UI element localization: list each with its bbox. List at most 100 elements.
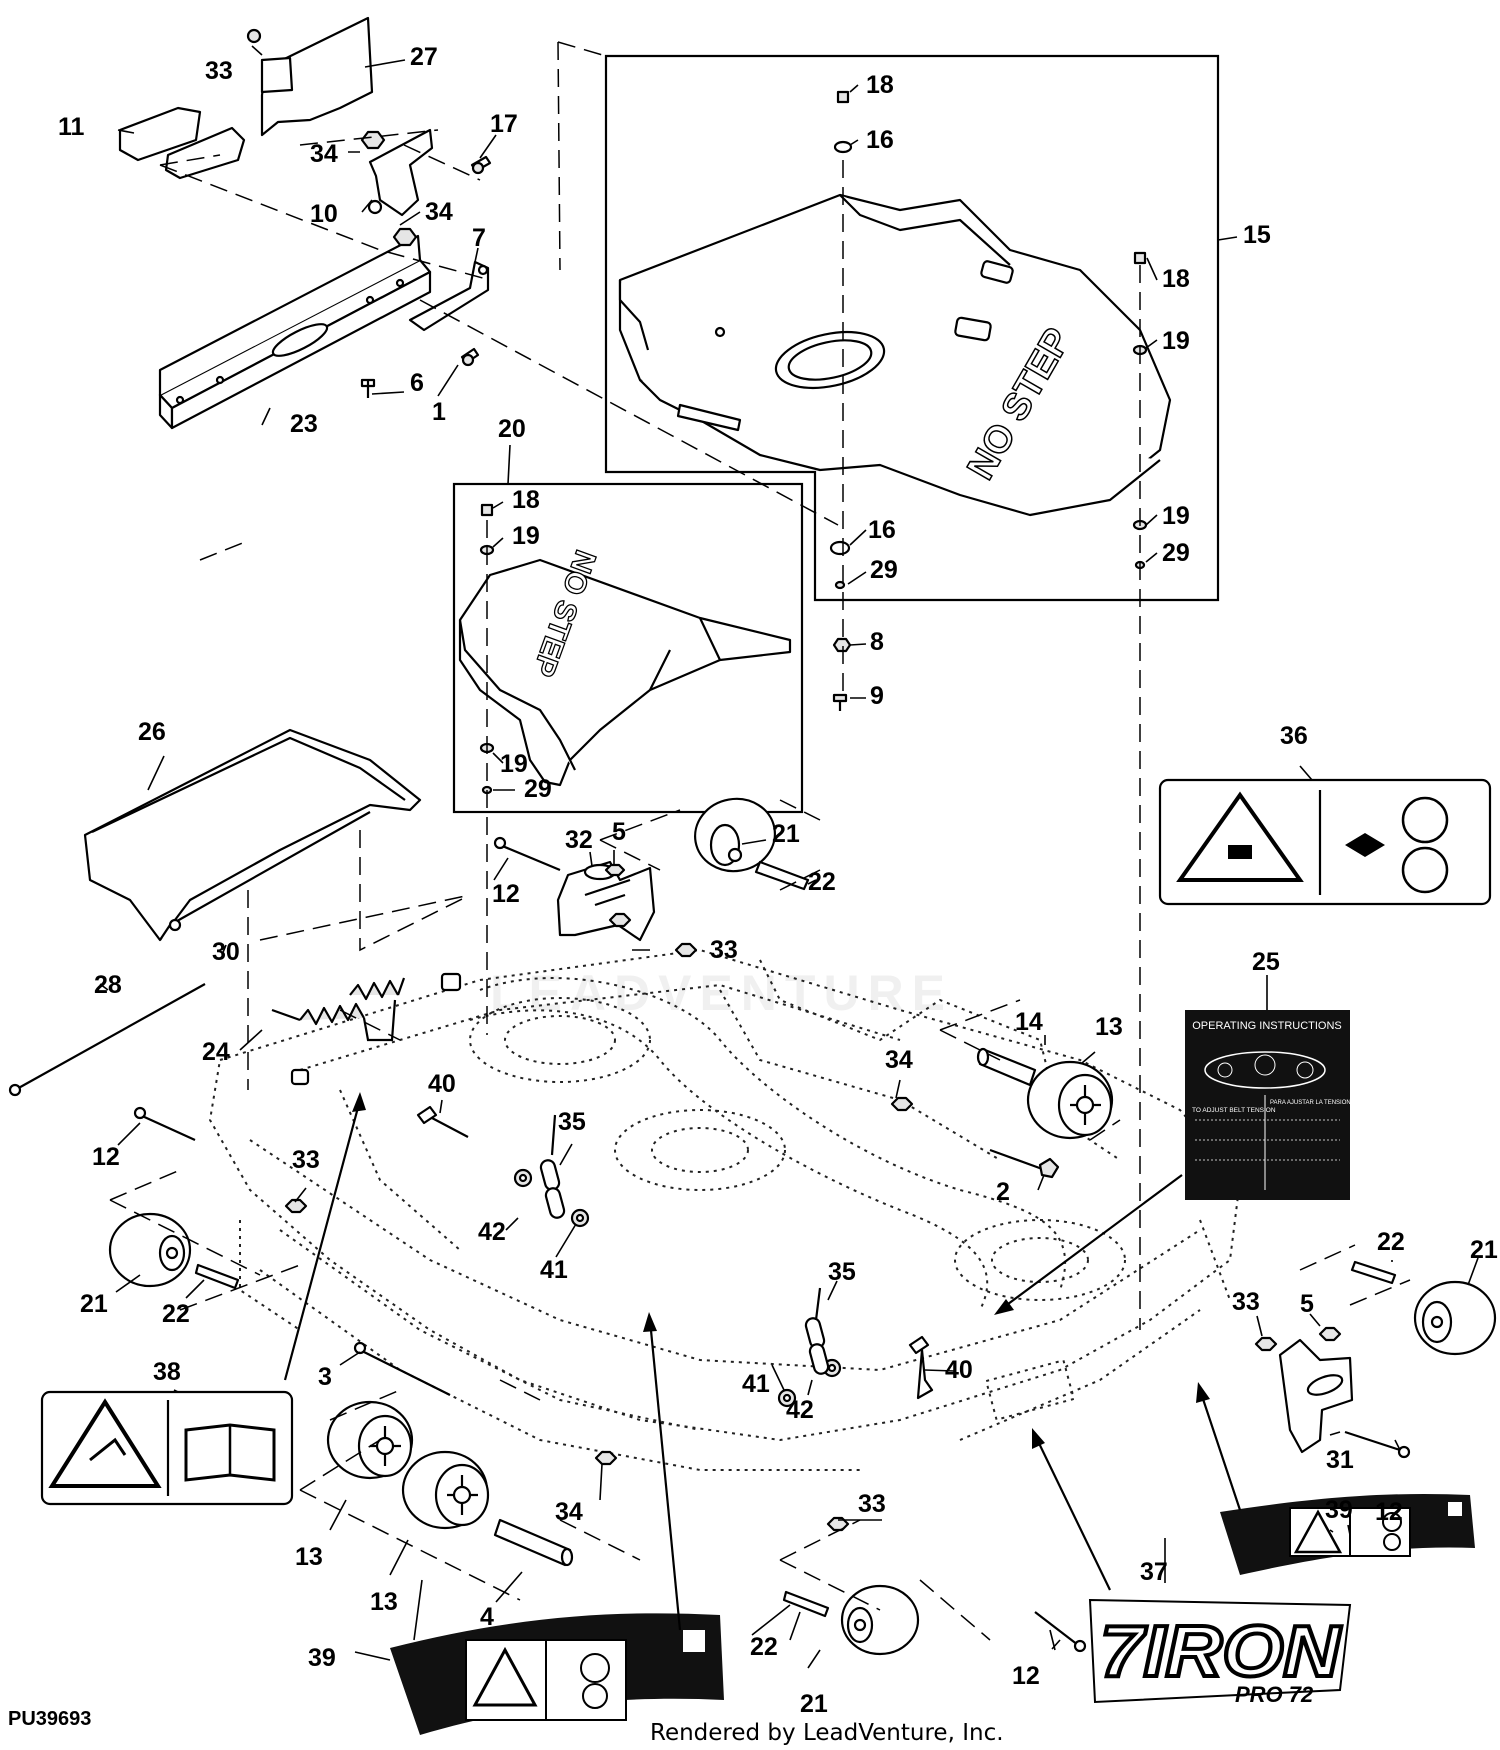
callout-16a: 16 [866, 126, 894, 154]
part-20-box [452, 482, 804, 814]
callout-34b: 34 [425, 198, 453, 226]
callout-22d: 22 [750, 1633, 778, 1661]
decal-25-left-text: TO ADJUST BELT TENSION [1192, 1107, 1276, 1114]
callout-18a: 18 [866, 71, 894, 99]
part-21-gauge-wheel-left [108, 1212, 192, 1288]
callout-12a: 12 [492, 880, 520, 908]
callout-22c: 22 [1377, 1228, 1405, 1256]
callout-19d: 19 [500, 750, 528, 778]
figure-code: PU39693 [8, 1708, 92, 1730]
callout-21b: 21 [80, 1290, 108, 1318]
callout-24: 24 [202, 1038, 230, 1066]
callout-31: 31 [1326, 1446, 1354, 1474]
callout-21a: 21 [772, 820, 800, 848]
callout-21d: 21 [800, 1690, 828, 1718]
callout-26: 26 [138, 718, 166, 746]
callout-30: 30 [212, 938, 240, 966]
watermark-text: LEADVENTURE [490, 965, 953, 1021]
decal-39-right [1220, 1493, 1475, 1575]
callout-19b: 19 [1162, 502, 1190, 530]
callout-19c: 19 [512, 522, 540, 550]
part-7-bracket [408, 260, 490, 332]
callout-36: 36 [1280, 722, 1308, 750]
decal-37-brand: 7IRON [1100, 1612, 1342, 1692]
callout-8: 8 [870, 628, 884, 656]
callout-27: 27 [410, 43, 438, 71]
decal-37-model: PRO 72 [1235, 1682, 1314, 1707]
callout-20: 20 [498, 415, 526, 443]
callout-34a: 34 [310, 140, 338, 168]
callout-16b: 16 [868, 516, 896, 544]
callout-38: 38 [153, 1358, 181, 1386]
part-22-axle-top [754, 860, 810, 891]
part-20-small-shield [458, 558, 792, 787]
callout-2: 2 [996, 1178, 1010, 1206]
decal-location-arrows [283, 1092, 1242, 1631]
part-15-belt-shield [618, 193, 1172, 517]
callout-23: 23 [290, 410, 318, 438]
leader-lines [99, 45, 1479, 1669]
callout-29b: 29 [870, 556, 898, 584]
part-22-axle-right [1350, 1260, 1397, 1285]
callout-13b: 13 [295, 1543, 323, 1571]
part-22-axle-bottom [782, 1590, 830, 1618]
callout-5b: 5 [1300, 1290, 1314, 1318]
part-26-discharge-chute [83, 728, 422, 942]
part-21-gauge-wheel-top [694, 797, 776, 873]
callout-42b: 42 [786, 1396, 814, 1424]
decal-37-logo [1088, 1598, 1352, 1704]
callout-22a: 22 [808, 868, 836, 896]
callout-42a: 42 [478, 1218, 506, 1246]
callout-41a: 41 [540, 1256, 568, 1284]
callout-numbers: 33 27 11 17 34 10 34 7 6 1 23 18 16 15 1… [58, 43, 1498, 1718]
callout-41b: 41 [742, 1370, 770, 1398]
part-4-roller-axle [493, 1518, 574, 1567]
mower-deck-outline [208, 948, 1242, 1471]
callout-7: 7 [472, 224, 486, 252]
callout-1: 1 [432, 398, 446, 426]
callout-32: 32 [565, 826, 593, 854]
callout-3: 3 [318, 1363, 332, 1391]
callout-34d: 34 [555, 1498, 583, 1526]
part-27-bracket [260, 16, 374, 137]
callout-40b: 40 [945, 1356, 973, 1384]
callout-29a: 29 [1162, 539, 1190, 567]
decal-25-operating-instructions [1185, 1010, 1350, 1200]
callout-4: 4 [480, 1603, 494, 1631]
decal-25-right-text: PARA AJUSTAR LA TENSION DE LA CORREA [1270, 1100, 1397, 1106]
decal-38-warning [40, 1390, 294, 1506]
callout-33d: 33 [1232, 1288, 1260, 1316]
part-13-roller-left-a [326, 1400, 414, 1480]
part-28-rod [8, 983, 206, 1097]
callout-18b: 18 [1162, 265, 1190, 293]
part-14-roller-axle [976, 1047, 1037, 1087]
callout-14: 14 [1015, 1008, 1043, 1036]
callout-35a: 35 [558, 1108, 586, 1136]
callout-34c: 34 [885, 1046, 913, 1074]
callout-28: 28 [94, 971, 122, 999]
callout-12b: 12 [92, 1143, 120, 1171]
callout-40a: 40 [428, 1070, 456, 1098]
decal-25-title: OPERATING INSTRUCTIONS [1192, 1020, 1342, 1032]
callout-35b: 35 [828, 1258, 856, 1286]
callout-37: 37 [1140, 1558, 1168, 1586]
callout-33e: 33 [858, 1490, 886, 1518]
callout-39a: 39 [1325, 1496, 1353, 1524]
alignment-lines [109, 41, 1411, 1641]
callout-9: 9 [870, 682, 884, 710]
callout-25: 25 [1252, 948, 1280, 976]
callout-10: 10 [310, 200, 338, 228]
part-21-gauge-wheel-right [1413, 1280, 1497, 1356]
part-15-belt-shield-box [604, 54, 1220, 602]
callout-18c: 18 [512, 486, 540, 514]
callout-17: 17 [490, 110, 518, 138]
callout-6: 6 [410, 369, 424, 397]
callout-12d: 12 [1012, 1662, 1040, 1690]
hardware-center-column [829, 90, 853, 711]
part-23-mount-channel [158, 234, 432, 430]
callout-5a: 5 [612, 818, 626, 846]
rendered-by-credit: Rendered by LeadVenture, Inc. [650, 1720, 1004, 1746]
callout-33a: 33 [205, 57, 233, 85]
callout-29c: 29 [524, 775, 552, 803]
